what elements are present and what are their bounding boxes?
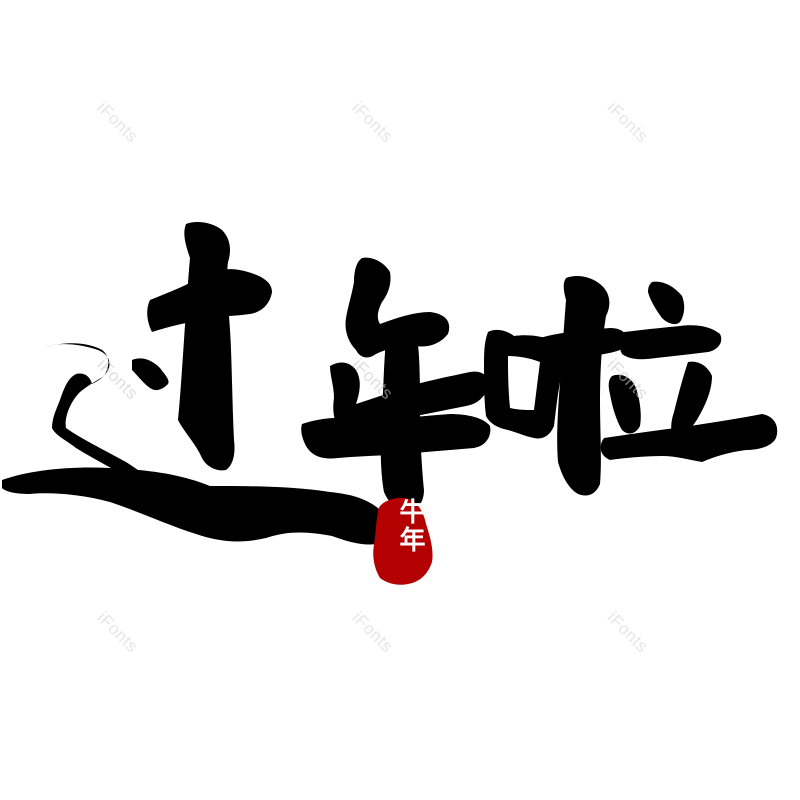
char-la-stand-bottom-horizontal [600,414,778,462]
char-la-stand-upper-horizontal [619,325,722,360]
char-la-stand-left-dot [608,374,641,434]
char-guo-vertical [178,222,235,471]
seal-stamp [373,497,433,585]
char-la-stand-dot [648,281,685,325]
char-guo-small-dot [132,358,169,391]
char-guo-radical-dot [46,343,160,490]
char-guo-sweep [2,467,382,545]
char-nian-vertical [380,320,424,512]
char-nian-top-slash [345,257,450,358]
char-la-hand-horizontal [536,328,628,366]
seal-text: 牛年 [395,498,425,554]
char-la-stand-right-slash [671,361,712,438]
char-la-hand-vertical [557,276,610,496]
